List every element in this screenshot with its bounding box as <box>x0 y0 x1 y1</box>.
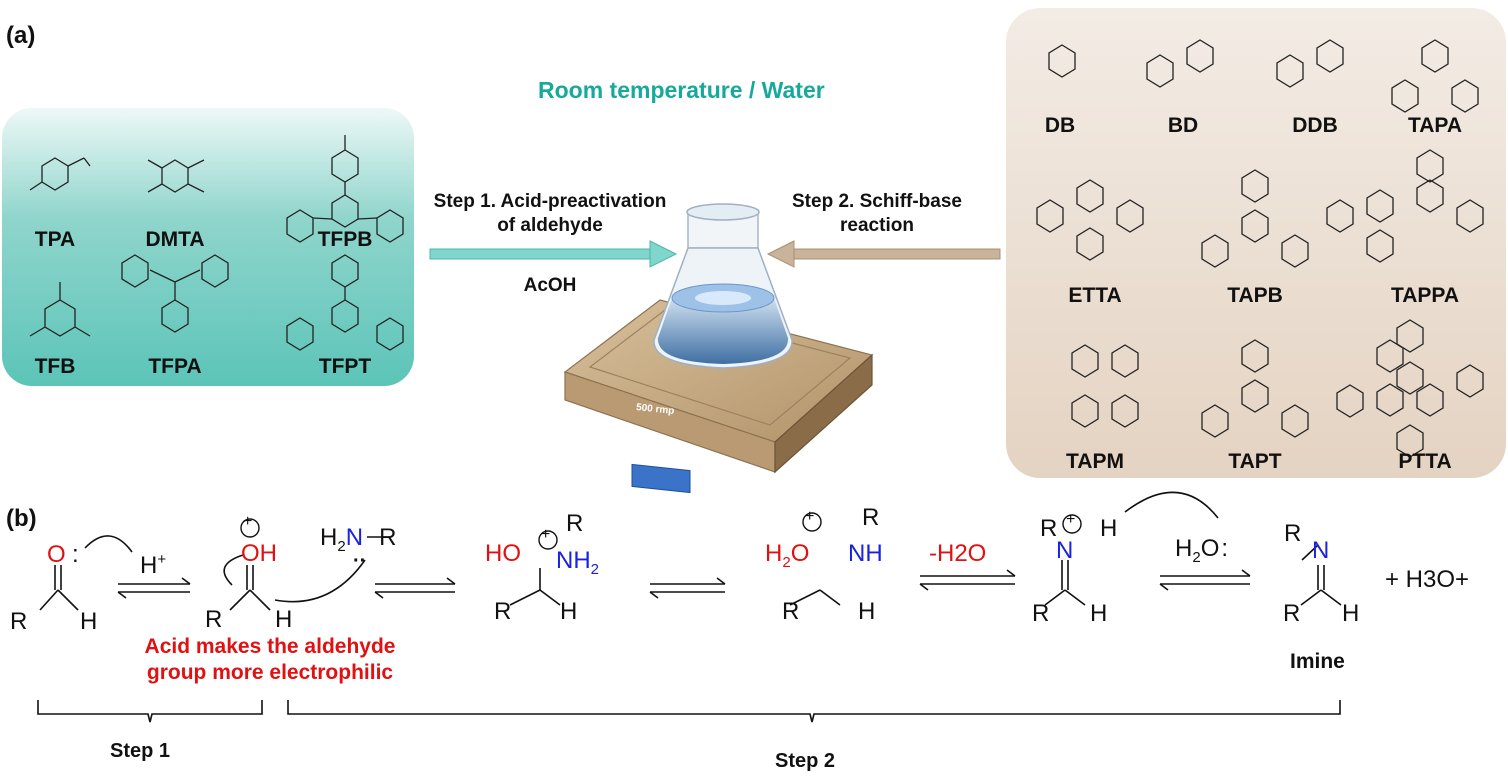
amine-label-tappa: TAPPA <box>1390 284 1460 307</box>
flask <box>653 203 793 369</box>
condition-text: Room temperature / Water <box>538 77 825 103</box>
amine-label-tapa: TAPA <box>1407 114 1463 137</box>
amine-label-bd: BD <box>1167 114 1199 137</box>
product-label: Imine <box>1290 650 1345 673</box>
tappa-structure <box>1326 149 1484 263</box>
atom-h-2: H <box>275 606 293 633</box>
amine-panel <box>1006 8 1506 478</box>
ddb-structure <box>1276 39 1344 88</box>
step1-arrow <box>429 240 678 268</box>
atom-r-3a: R <box>566 510 584 537</box>
aldehyde-label-tpa: TPA <box>34 228 76 251</box>
aldehyde-label-tfpa: TFPA <box>148 355 202 378</box>
etta-structure <box>1036 179 1144 261</box>
bd-structure <box>1146 39 1214 88</box>
panel-b-label: (b) <box>6 505 37 532</box>
atom-r-4a: R <box>862 504 880 531</box>
step2-text: Step 2. Schiff-base reaction <box>762 190 992 238</box>
atom-h-1: H <box>80 608 98 635</box>
atom-r-6b: R <box>1283 600 1301 627</box>
charge-plus-1: + <box>243 513 253 530</box>
aldehyde-panel <box>2 108 414 386</box>
note-line2: group more electrophilic <box>146 661 394 684</box>
atom-h-3: H <box>560 598 578 625</box>
lone-pair-1: : <box>72 541 79 568</box>
atom-h-6: H <box>1342 600 1360 627</box>
step1-line1: Step 1. Acid-preactivation <box>433 191 667 212</box>
atom-nh2-3: NH2 <box>556 547 600 578</box>
atom-h-5b: H <box>1090 600 1108 627</box>
aldehyde-label-tfpt: TFPT <box>318 355 372 378</box>
tapm-structure <box>1071 344 1139 428</box>
amine-label-db: DB <box>1044 114 1076 137</box>
tfpt-structure <box>286 254 404 351</box>
db-structure <box>1048 44 1076 78</box>
charge-plus-3: + <box>541 526 551 543</box>
amine-label-etta: ETTA <box>1068 284 1122 307</box>
aldehyde-label-dmta: DMTA <box>145 228 205 251</box>
tpa-structure <box>29 157 91 191</box>
step1-bracket-label: Step 1 <box>110 740 171 762</box>
amine-label-tapb: TAPB <box>1227 284 1283 307</box>
panel-a-label: (a) <box>6 22 36 49</box>
aldehyde-label-tfb: TFB <box>34 355 76 378</box>
tfpb-structure <box>286 135 404 243</box>
tfb-structure <box>29 282 91 337</box>
tapt-structure <box>1201 339 1309 438</box>
atom-h-4: H <box>858 598 876 625</box>
ptta-structure <box>1336 319 1484 458</box>
byproduct: + H3O+ <box>1385 566 1470 593</box>
dmta-structure <box>147 159 205 193</box>
atom-nh-4: NH <box>848 540 883 567</box>
atom-ho-3: HO <box>485 540 521 567</box>
amine-label-tapt: TAPT <box>1228 450 1282 473</box>
tapa-structure <box>1391 39 1479 113</box>
atom-h2o-4: H2O <box>765 540 810 571</box>
atom-r-6a: R <box>1284 520 1302 547</box>
electrophilic-note: Acid makes the aldehyde group more elect… <box>90 634 450 686</box>
amine-label-ddb: DDB <box>1292 114 1338 137</box>
amine-reagent: H2N R <box>320 524 397 555</box>
atom-n-6: N <box>1312 537 1330 564</box>
atom-r-4b: R <box>782 598 800 625</box>
charge-plus-5: + <box>1066 511 1076 528</box>
minus-water: -H2O <box>929 540 987 567</box>
atom-r-3b: R <box>494 598 512 625</box>
step2-bracket-label: Step 2 <box>775 750 836 772</box>
atom-oh-2: OH <box>241 540 277 567</box>
atom-h-5a: H <box>1100 515 1118 542</box>
step2-arrow <box>766 240 1001 268</box>
step1-line2: of aldehyde <box>497 215 603 236</box>
water-molecule: H2O : <box>1175 535 1229 566</box>
atom-o-1: O <box>47 541 66 568</box>
amine-label-tapm: TAPM <box>1066 450 1124 473</box>
step1-text: Step 1. Acid-preactivation of aldehyde <box>410 190 690 238</box>
atom-r-1: R <box>10 608 28 635</box>
atom-n-5: N <box>1056 537 1074 564</box>
note-line1: Acid makes the aldehyde <box>144 635 396 658</box>
step2-line1: Step 2. Schiff-base <box>792 191 962 212</box>
proton: H+ <box>140 551 167 579</box>
stir-plate <box>563 299 874 494</box>
step1-reagent: AcOH <box>523 275 577 296</box>
tapb-structure <box>1201 169 1309 268</box>
amine-label-ptta: PTTA <box>1398 450 1452 473</box>
lone-pair-n: ·· <box>353 550 367 572</box>
aldehyde-label-tfpb: TFPB <box>317 228 373 251</box>
atom-r-2: R <box>205 606 223 633</box>
charge-plus-4: + <box>805 508 815 525</box>
tfpa-structure <box>121 254 229 333</box>
atom-r-5a: R <box>1040 515 1058 542</box>
step2-line2: reaction <box>840 215 914 236</box>
atom-r-5b: R <box>1032 600 1050 627</box>
